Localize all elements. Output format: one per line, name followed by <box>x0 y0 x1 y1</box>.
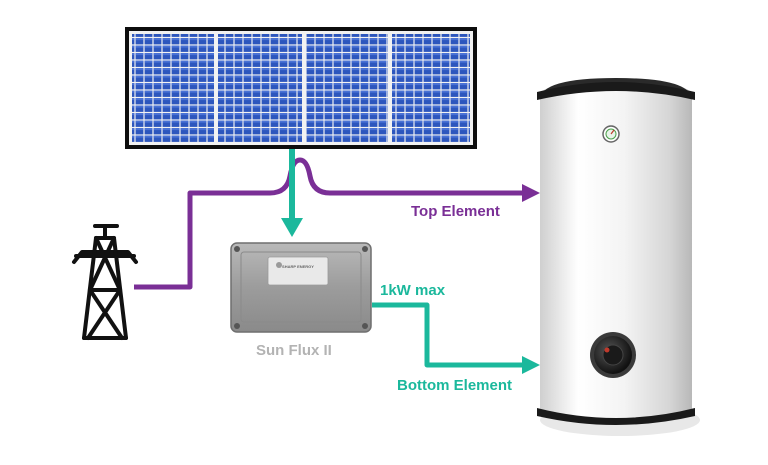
device-brand: SHARP ENERGY <box>282 264 314 269</box>
down-arrow-icon <box>281 218 303 237</box>
device-nameplate: SHARP ENERGY <box>272 260 324 282</box>
device-name-label: Sun Flux II <box>256 342 332 359</box>
max-power-label: 1kW max <box>380 282 446 299</box>
bottom-arrow-icon <box>522 356 540 374</box>
controller-box-icon <box>230 242 372 333</box>
top-element-label: Top Element <box>411 203 500 220</box>
water-heater-icon <box>537 78 700 436</box>
solar-feed-line <box>281 148 540 374</box>
top-arrow-icon <box>522 184 540 202</box>
heating-element-icon <box>590 332 636 378</box>
grid-supply-line <box>134 157 540 290</box>
solar-panel-icon <box>125 27 477 149</box>
gauge-icon <box>602 125 620 143</box>
bottom-element-label: Bottom Element <box>397 377 513 394</box>
pylon-icon <box>72 224 138 340</box>
